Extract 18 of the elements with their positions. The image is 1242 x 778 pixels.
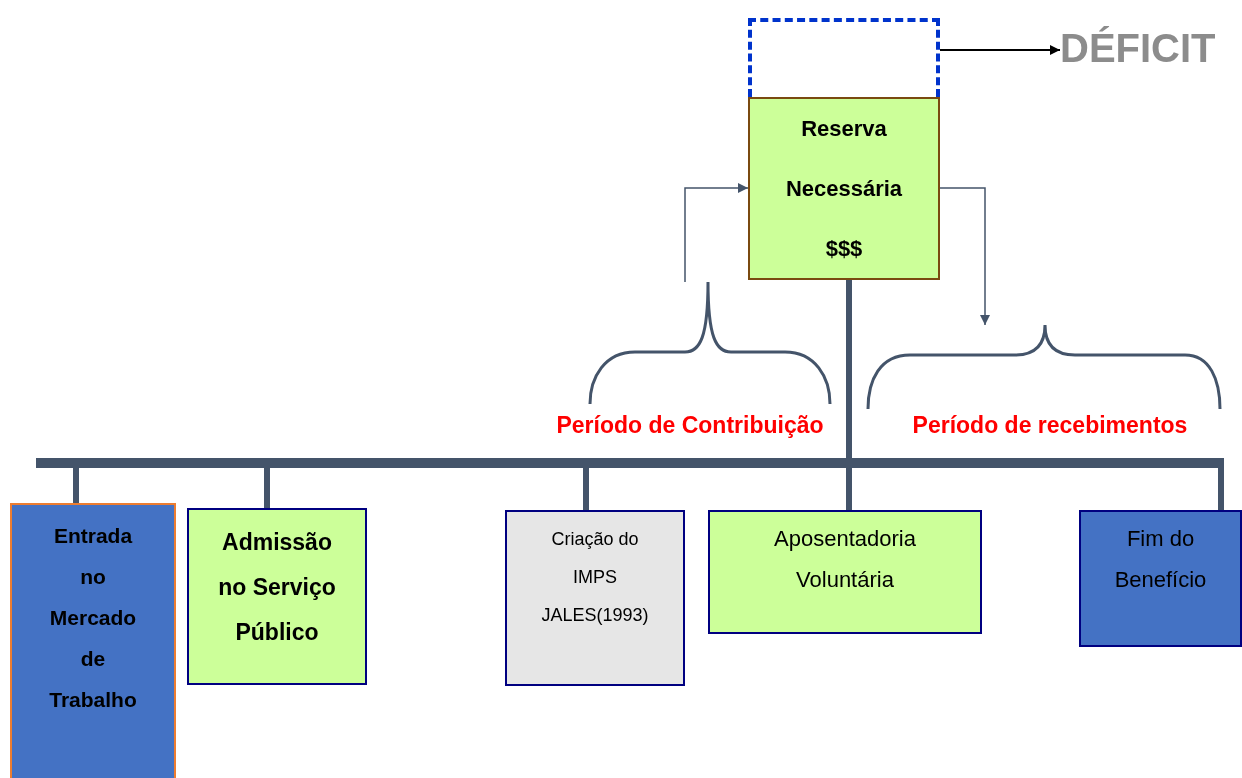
arrow <box>939 45 1061 55</box>
period-label: Período de recebimentos <box>912 411 1188 440</box>
arrow <box>684 183 749 283</box>
event-box: Entrada no Mercado de Trabalho <box>10 503 176 778</box>
event-box: Criação do IMPS JALES(1993) <box>505 510 685 686</box>
timeline-bar <box>36 458 1224 468</box>
event-box: Fim do Benefício <box>1079 510 1242 647</box>
deficit-label: DÉFICIT <box>1060 22 1220 74</box>
period-label: Período de Contribuição <box>556 411 824 440</box>
connector-line <box>1218 468 1224 510</box>
arrow <box>939 187 990 326</box>
connector-line <box>583 468 589 510</box>
connector-line <box>73 468 79 503</box>
connector-line <box>846 280 852 510</box>
connector-line <box>264 468 270 508</box>
event-box: Admissão no Serviço Público <box>187 508 367 685</box>
reserve-box: Reserva Necessária $$$ <box>748 97 940 280</box>
event-box: Aposentadoria Voluntária <box>708 510 982 634</box>
